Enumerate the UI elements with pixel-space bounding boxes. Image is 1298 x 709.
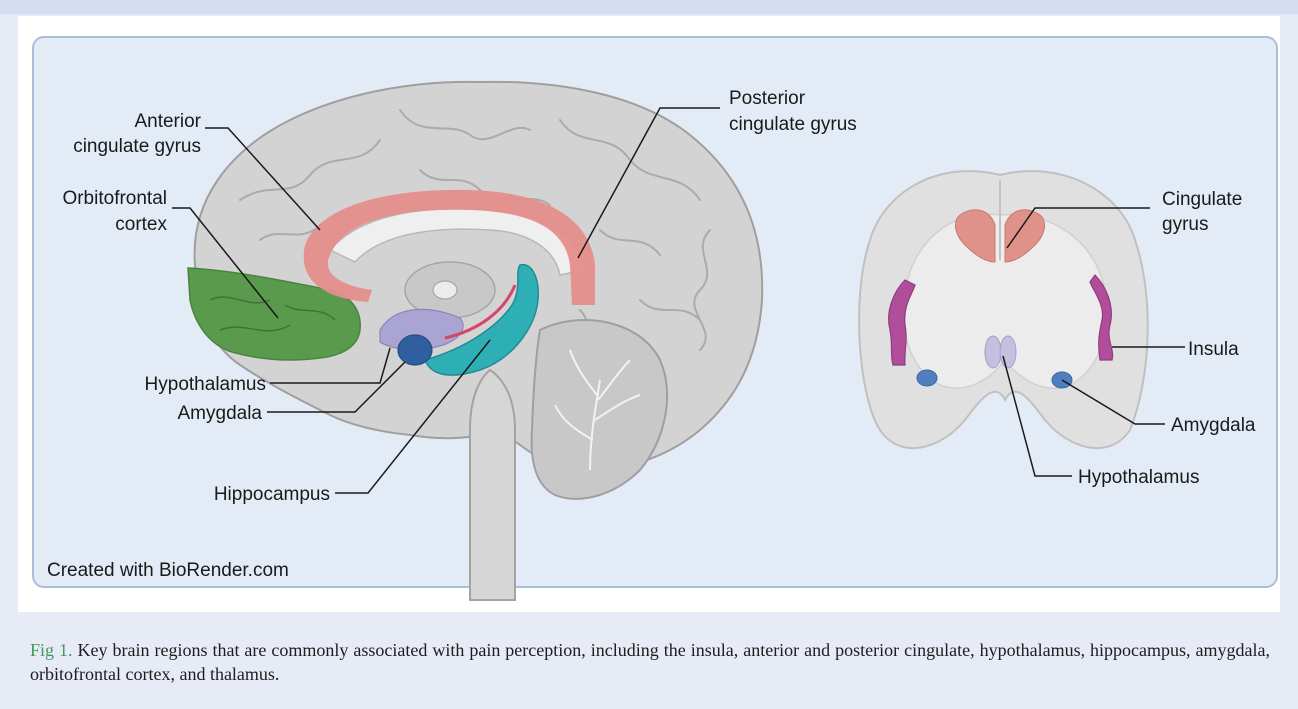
- label-anterior-cingulate-2: cingulate gyrus: [73, 136, 201, 157]
- figure-caption: Fig 1. Key brain regions that are common…: [30, 638, 1270, 686]
- label-anterior-cingulate-1: Anterior: [134, 111, 201, 132]
- credit-text: Created with BioRender.com: [47, 560, 289, 582]
- label-cingulate-coronal-2: gyrus: [1162, 214, 1208, 235]
- caption-label: Fig 1.: [30, 640, 73, 660]
- coronal-brain: [859, 171, 1148, 448]
- caption-text: Key brain regions that are commonly asso…: [30, 640, 1270, 684]
- amygdala-region: [398, 335, 432, 365]
- coronal-hypothalamus-right: [1000, 336, 1016, 368]
- brainstem: [470, 370, 515, 600]
- label-amygdala-sagittal: Amygdala: [178, 403, 263, 424]
- cerebellum: [532, 320, 667, 499]
- label-posterior-cingulate-1: Posterior: [729, 88, 806, 109]
- thalamus-spot: [433, 281, 457, 299]
- label-orbitofrontal-1: Orbitofrontal: [62, 188, 167, 209]
- label-insula: Insula: [1188, 339, 1239, 360]
- label-orbitofrontal-2: cortex: [115, 214, 167, 235]
- label-hypothalamus-sagittal: Hypothalamus: [145, 374, 266, 395]
- label-posterior-cingulate-2: cingulate gyrus: [729, 114, 857, 135]
- coronal-hypothalamus-left: [985, 336, 1001, 368]
- label-amygdala-coronal: Amygdala: [1171, 415, 1256, 436]
- label-hippocampus: Hippocampus: [214, 484, 330, 505]
- coronal-amygdala-left: [917, 370, 937, 386]
- sagittal-brain: [188, 82, 762, 600]
- label-hypothalamus-coronal: Hypothalamus: [1078, 467, 1199, 488]
- label-cingulate-coronal-1: Cingulate: [1162, 189, 1242, 210]
